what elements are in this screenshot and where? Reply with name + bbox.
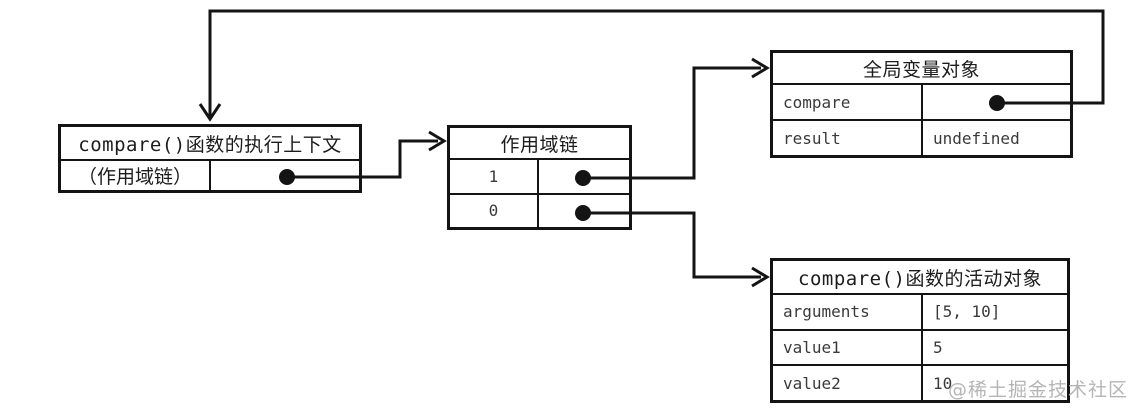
table-row: 1 bbox=[450, 158, 629, 193]
table-row: value1 5 bbox=[773, 328, 1067, 365]
value2-value-cell: 10 bbox=[933, 373, 953, 393]
arguments-value-cell: [5, 10] bbox=[933, 302, 1001, 322]
scope-index-0-pointer-cell bbox=[539, 195, 629, 228]
execution-context-box: compare()函数的执行上下文 （作用域链） bbox=[58, 124, 362, 193]
execution-context-title: compare()函数的执行上下文 bbox=[78, 133, 342, 156]
result-value-cell: undefined bbox=[933, 128, 1020, 148]
scope-chain-pointer-cell bbox=[211, 161, 359, 190]
activation-object-title: compare()函数的活动对象 bbox=[798, 267, 1042, 290]
result-label-cell: result bbox=[773, 121, 923, 155]
arguments-label-cell: arguments bbox=[773, 295, 923, 329]
table-row: value2 10 bbox=[773, 364, 1067, 401]
value1-value-cell: 5 bbox=[933, 338, 943, 357]
value2-label-cell: value2 bbox=[773, 366, 923, 401]
compare-label-cell: compare bbox=[773, 85, 923, 119]
watermark-text: @稀土掘金技术社区 bbox=[948, 379, 1129, 401]
arrowhead-down-icon bbox=[198, 103, 222, 122]
table-row: （作用域链） bbox=[61, 159, 359, 190]
global-variable-object-box: 全局变量对象 compare result undefined bbox=[770, 50, 1073, 158]
table-row: 0 bbox=[450, 192, 629, 228]
table-row: compare bbox=[773, 83, 1070, 119]
table-row: result undefined bbox=[773, 119, 1070, 155]
scope-chain-title: 作用域链 bbox=[500, 133, 579, 156]
scope-index-0-cell: 0 bbox=[450, 194, 539, 227]
scope-chain-box: 作用域链 1 0 bbox=[447, 125, 632, 230]
arrowhead-right-icon bbox=[751, 57, 770, 79]
arrowhead-right-icon bbox=[751, 266, 770, 288]
table-row: arguments [5, 10] bbox=[773, 293, 1067, 329]
scope-chain-label-cell: （作用域链） bbox=[61, 161, 211, 190]
value1-label-cell: value1 bbox=[773, 330, 923, 365]
activation-object-box: compare()函数的活动对象 arguments [5, 10] value… bbox=[770, 258, 1070, 403]
scope-index-1-pointer-cell bbox=[539, 160, 629, 193]
scope-index-1-cell: 1 bbox=[450, 160, 539, 193]
compare-pointer-cell bbox=[923, 85, 1070, 119]
arrowhead-right-icon bbox=[428, 130, 447, 152]
global-variable-object-title: 全局变量对象 bbox=[862, 58, 980, 81]
